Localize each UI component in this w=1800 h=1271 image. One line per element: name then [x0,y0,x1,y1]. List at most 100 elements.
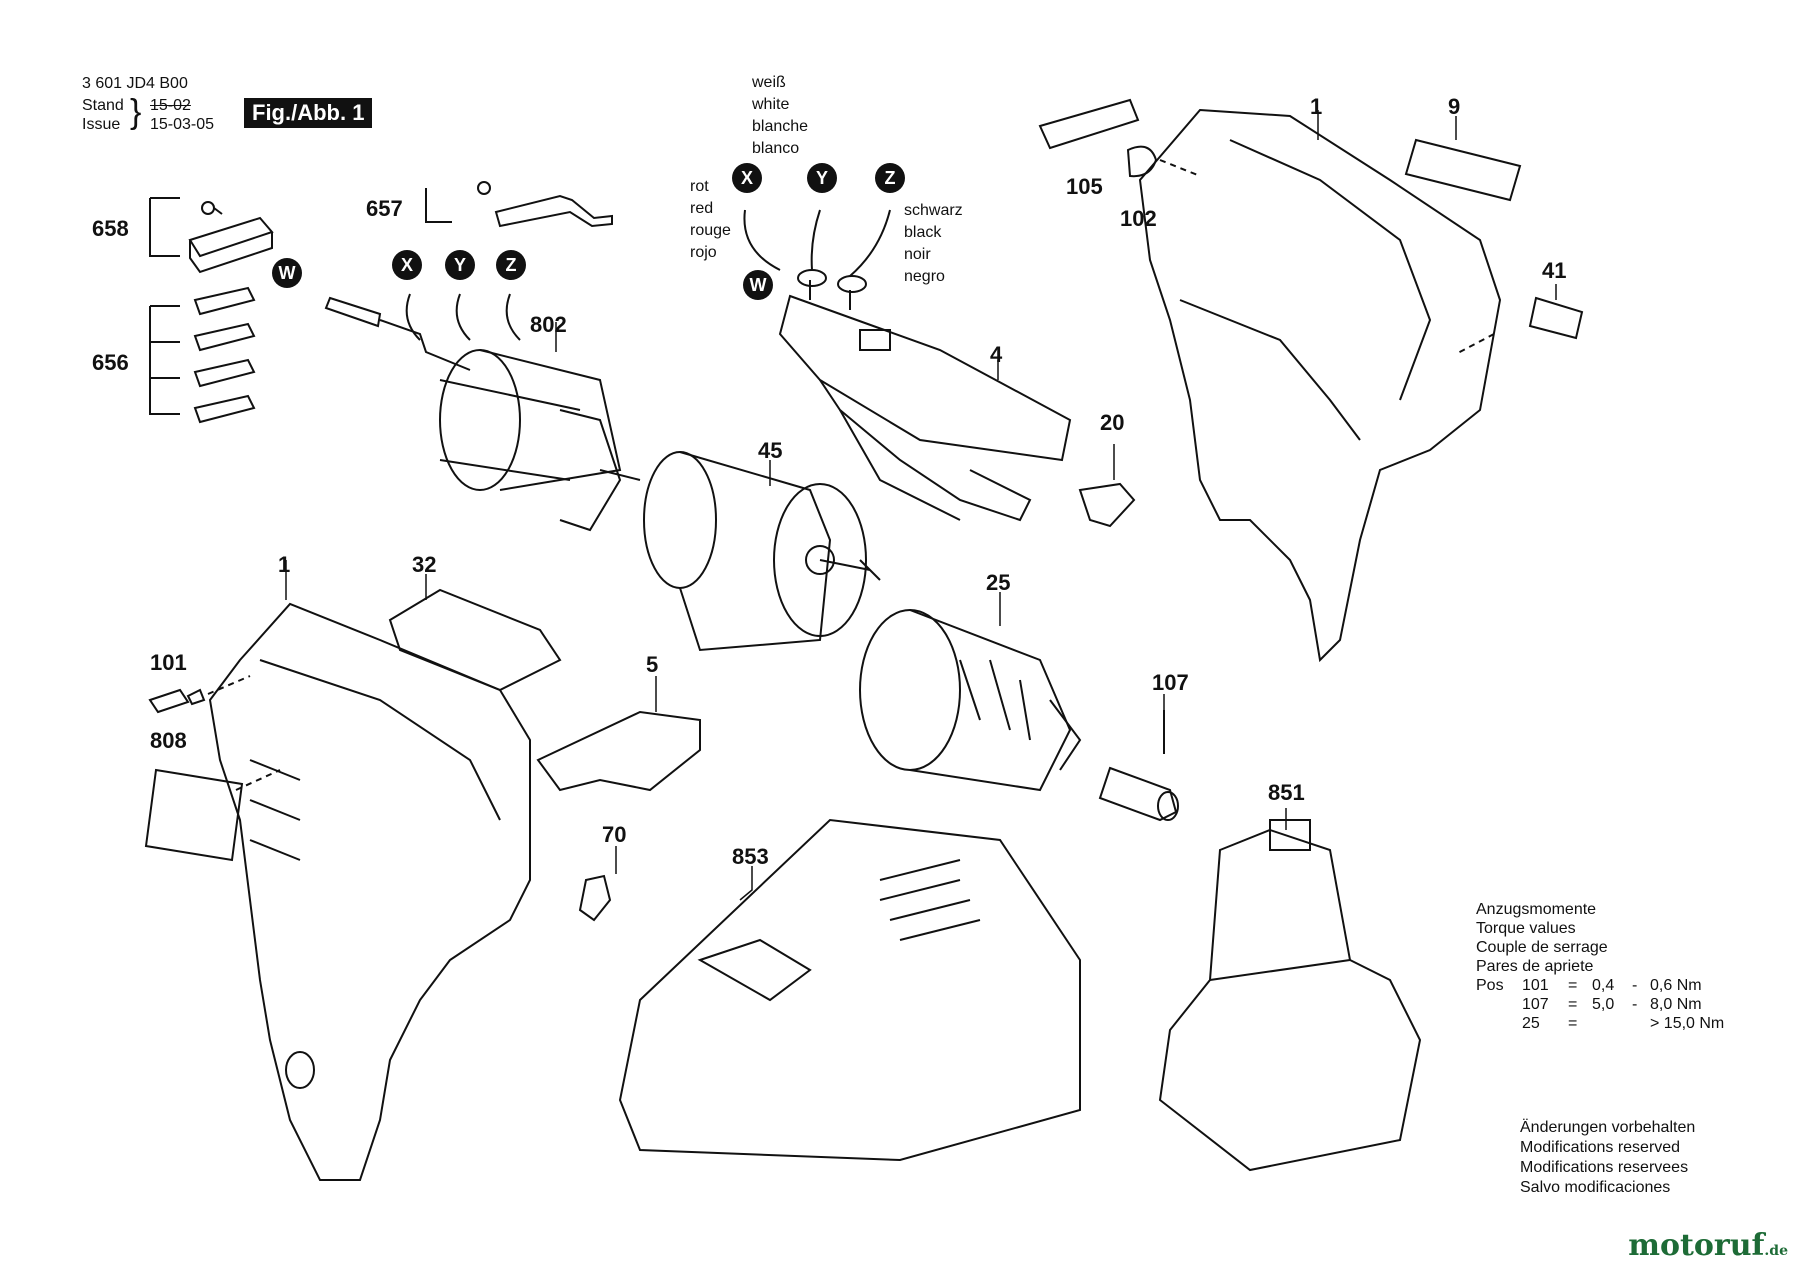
connector-z-switch: Z [875,163,905,193]
torque-min: 5,0 [1592,996,1615,1013]
site-logo: motoruf.de [1628,1228,1788,1263]
torque-pos: 101 [1522,977,1549,994]
wire-black-fr: noir [904,246,931,263]
wire-white-de: weiß [752,74,786,91]
wire-white-en: white [752,96,790,113]
part-num-1-left: 1 [278,552,291,577]
wire-white-fr: blanche [752,118,809,135]
stand-value: 15-02 [150,97,191,114]
part-num-658: 658 [92,216,129,241]
torque-pos-label: Pos [1476,977,1504,994]
part-num-101: 101 [150,650,187,675]
part-num-853: 853 [732,844,769,869]
torque-eq: = [1568,1015,1578,1032]
screw-part-107 [1098,710,1179,822]
torque-dash [1632,1014,1650,1033]
logo-suffix: .de [1764,1243,1788,1259]
part-num-25: 25 [986,570,1011,595]
gearbox-part-45 [643,451,881,652]
torque-pos: 25 [1522,1015,1540,1032]
bracket-part-657 [425,181,613,228]
connector-y-switch: Y [807,163,837,193]
wire-white-label: weiß white blanche blanco [752,72,808,160]
connector-y-motor: Y [445,250,475,280]
part-num-9: 9 [1448,94,1461,119]
connector-w-motor: W [272,258,302,288]
connector-w-switch: W [743,270,773,300]
wire-red-fr: rouge [690,222,731,239]
part-num-107: 107 [1152,670,1189,695]
charger-part-853 [618,818,1081,1162]
torque-max: > 15,0 Nm [1650,1015,1725,1032]
torque-title-de: Anzugsmomente [1476,901,1597,918]
part-num-1-right: 1 [1310,94,1323,119]
battery-part-851 [1158,819,1422,1172]
connector-z-motor: Z [496,250,526,280]
housing-part-1-right [1138,108,1502,663]
switch-part-32 [388,588,562,692]
torque-row: 25 = > 15,0 Nm [1476,1014,1725,1033]
slide-part-5 [536,710,701,792]
issue-value: 15-03-05 [150,116,215,133]
housing-part-1-left [208,602,531,1181]
wire-red-es: rojo [690,244,717,261]
part-num-20: 20 [1100,410,1125,435]
part-num-4: 4 [990,342,1003,367]
figure-label: Fig./Abb. 1 [244,98,373,128]
part-num-45: 45 [758,438,783,463]
torque-min [1592,1014,1632,1033]
spring-part-70 [578,874,612,922]
part-num-5: 5 [646,652,659,677]
connector-x-switch: X [732,163,762,193]
note-fr: Modifications reservees [1520,1159,1689,1176]
wire-black-de: schwarz [904,202,963,219]
torque-title-en: Torque values [1476,920,1576,937]
connector-x-motor: X [392,250,422,280]
part-num-657: 657 [366,196,403,221]
clip-part-658 [149,197,274,274]
torque-values: Anzugsmomente Torque values Couple de se… [1476,900,1725,1033]
wire-red-en: red [690,200,714,217]
brush-part-656 [149,286,256,424]
torque-title-fr: Couple de serrage [1476,939,1608,956]
part-num-41: 41 [1542,258,1567,283]
torque-max: 8,0 Nm [1650,996,1702,1013]
part-num-808: 808 [150,728,187,753]
label-part-808 [144,768,244,862]
issue-label: Issue [82,116,121,133]
clip-part-105 [1038,98,1140,150]
brace-glyph: } [130,93,142,131]
torque-eq: = [1568,996,1578,1013]
electronics-part-4 [743,209,1072,522]
screw-part-101 [148,688,206,714]
note-es: Salvo modificaciones [1520,1179,1671,1196]
part-num-70: 70 [602,822,627,847]
torque-row: Pos 101 = 0,4 - 0,6 Nm [1476,976,1720,995]
torque-max: 0,6 Nm [1650,977,1702,994]
wire-white-es: blanco [752,140,800,157]
part-num-802: 802 [530,312,567,337]
wire-black-en: black [904,224,942,241]
part-num-851: 851 [1268,780,1305,805]
nut-part-102 [1126,145,1158,178]
note-en: Modifications reserved [1520,1139,1681,1156]
wire-black-es: negro [904,268,945,285]
lever-part-20 [1078,482,1136,528]
wire-red-label: rot red rouge rojo [690,176,731,264]
stand-label: Stand [82,97,124,114]
torque-eq: = [1568,977,1578,994]
part-number: 3 601 JD4 B00 [82,75,188,92]
wire-black-label: schwarz black noir negro [904,200,963,288]
torque-pos: 107 [1522,996,1549,1013]
torque-dash: - [1632,996,1638,1013]
part-num-32: 32 [412,552,437,577]
chuck-part-25 [859,609,1082,792]
modifications-note: Änderungen vorbehalten Modifications res… [1520,1118,1695,1198]
torque-min: 0,4 [1592,977,1615,994]
torque-dash: - [1632,977,1638,994]
motor-part-802 [324,293,641,532]
part-num-105: 105 [1066,174,1103,199]
torque-row: 107 = 5,0 - 8,0 Nm [1476,995,1720,1014]
